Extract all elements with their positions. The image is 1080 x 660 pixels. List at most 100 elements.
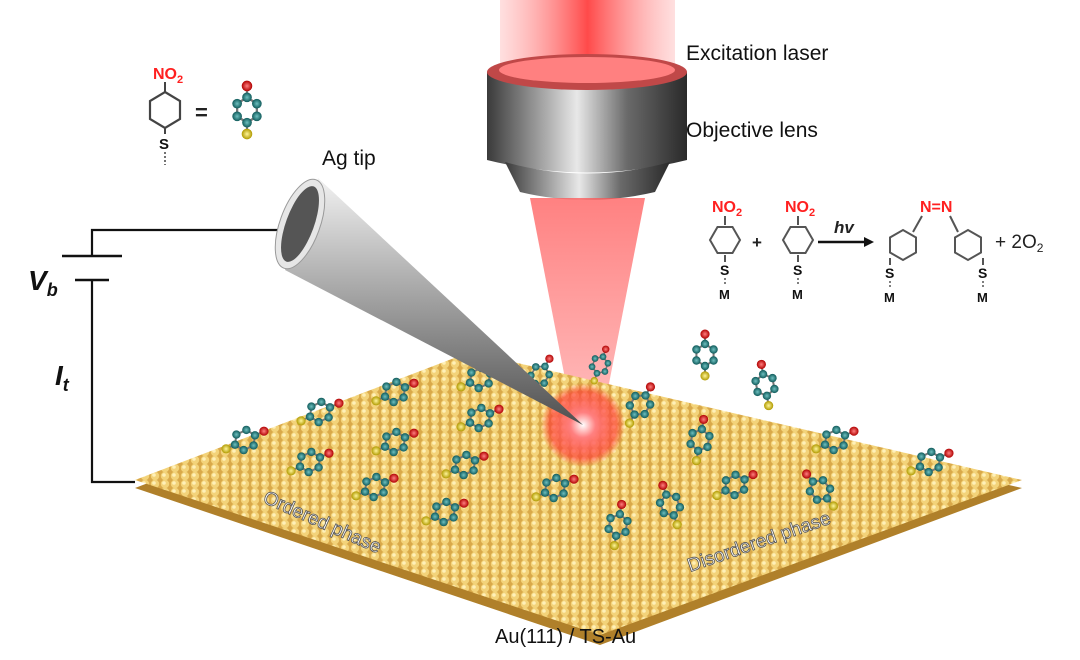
carbon-atom [232, 430, 241, 439]
carbon-atom [731, 470, 740, 480]
nitrothiophenol-molecule [751, 359, 779, 411]
nitrothiophenol-molecule [604, 499, 632, 551]
carbon-atom [934, 463, 943, 472]
oxygen-atom [334, 398, 344, 408]
metal-label: M [884, 290, 895, 305]
carbon-atom [239, 445, 248, 455]
sulfur-atom [828, 501, 839, 511]
carbon-atom [753, 387, 762, 397]
oxygen-atom [849, 426, 859, 436]
reactant2-nitro: NO2 [785, 199, 815, 219]
carbon-atom [601, 368, 609, 375]
metal-label: M [977, 290, 988, 305]
carbon-atom [832, 425, 841, 435]
carbon-atom [465, 418, 475, 427]
carbon-atom [465, 378, 475, 387]
carbon-atom [588, 363, 596, 371]
objective-lens [487, 54, 687, 200]
carbon-atom [669, 511, 678, 520]
carbon-atom [242, 92, 252, 103]
carbon-atom [232, 111, 242, 122]
carbon-atom [740, 475, 749, 484]
carbon-atom [382, 382, 391, 391]
oxygen-atom [756, 359, 766, 370]
sulfur-label: S [720, 262, 729, 278]
sulfur-atom [221, 444, 231, 454]
carbon-atom [305, 412, 315, 421]
sulfur-atom [351, 491, 361, 501]
carbon-atom [631, 391, 640, 401]
carbon-atom [625, 401, 635, 410]
carbon-atom [484, 419, 493, 428]
carbon-atom [655, 498, 665, 507]
carbon-atom [449, 513, 458, 522]
carbon-atom [430, 512, 440, 521]
benzene-ring [954, 228, 982, 262]
carbon-atom [640, 409, 649, 419]
carbon-atom [692, 345, 701, 354]
oxygen-atom [700, 329, 710, 339]
nitrothiophenol-molecule [421, 497, 469, 527]
carbon-atom [470, 456, 480, 465]
carbon-atom [822, 494, 832, 503]
sulfur-atom [531, 492, 541, 502]
carbon-atom [621, 527, 630, 537]
carbon-atom [485, 409, 495, 418]
carbon-atom [540, 488, 550, 497]
carbon-atom [542, 478, 551, 487]
sulfur-atom [811, 444, 821, 454]
carbon-atom [606, 513, 615, 523]
carbon-atom [314, 417, 323, 427]
sulfur-atom [371, 396, 381, 406]
legend-equals: = [195, 100, 208, 125]
oxygen-atom [241, 80, 253, 92]
label-tunneling-current: It [55, 360, 70, 395]
reaction-plus: + [752, 233, 762, 252]
bias-circuit [62, 228, 320, 484]
carbon-atom [380, 392, 390, 401]
sulfur-atom [691, 455, 701, 466]
nitrothiophenol-molecule [456, 403, 504, 433]
carbon-atom [242, 425, 251, 435]
sulfur-atom [456, 422, 466, 432]
carbon-atom [739, 485, 749, 494]
carbon-atom [709, 356, 718, 365]
carbon-atom [467, 408, 476, 417]
sulfur-atom [624, 418, 635, 428]
sulfur-atom [421, 516, 431, 526]
oxygen-atom [617, 499, 627, 510]
carbon-atom [462, 450, 471, 460]
reactant1-nitro: NO2 [712, 199, 742, 219]
carbon-atom [675, 503, 685, 512]
carbon-atom [541, 362, 549, 371]
label-bias-voltage: Vb [28, 265, 58, 300]
carbon-atom [591, 355, 599, 362]
carbon-atom [450, 465, 460, 474]
nitrothiophenol-molecule [286, 447, 334, 477]
carbon-atom [242, 117, 252, 128]
label-excitation-laser: Excitation laser [686, 42, 828, 65]
carbon-atom [230, 440, 240, 449]
sulfur-atom [456, 382, 466, 392]
reaction-hv: hv [834, 218, 855, 237]
carbon-atom [450, 503, 460, 512]
carbon-atom [820, 440, 830, 449]
carbon-atom [459, 470, 468, 480]
carbon-atom [392, 377, 401, 387]
carbon-atom [297, 452, 306, 461]
nitrothiophenol-molecule [441, 450, 489, 480]
oxygen-atom [479, 451, 489, 461]
nitrothiophenol-molecule [371, 427, 419, 457]
oxygen-atom [569, 474, 579, 484]
gold-substrate [135, 352, 1022, 645]
nitrothiophenol-molecule [232, 80, 262, 140]
carbon-atom [477, 403, 486, 413]
carbon-atom [721, 476, 731, 485]
nitrothiophenol-molecule [906, 447, 954, 477]
carbon-atom [688, 428, 697, 438]
oxygen-atom [389, 473, 399, 483]
carbon-atom [751, 376, 760, 386]
carbon-atom [812, 495, 822, 504]
oxygen-atom [801, 469, 812, 479]
